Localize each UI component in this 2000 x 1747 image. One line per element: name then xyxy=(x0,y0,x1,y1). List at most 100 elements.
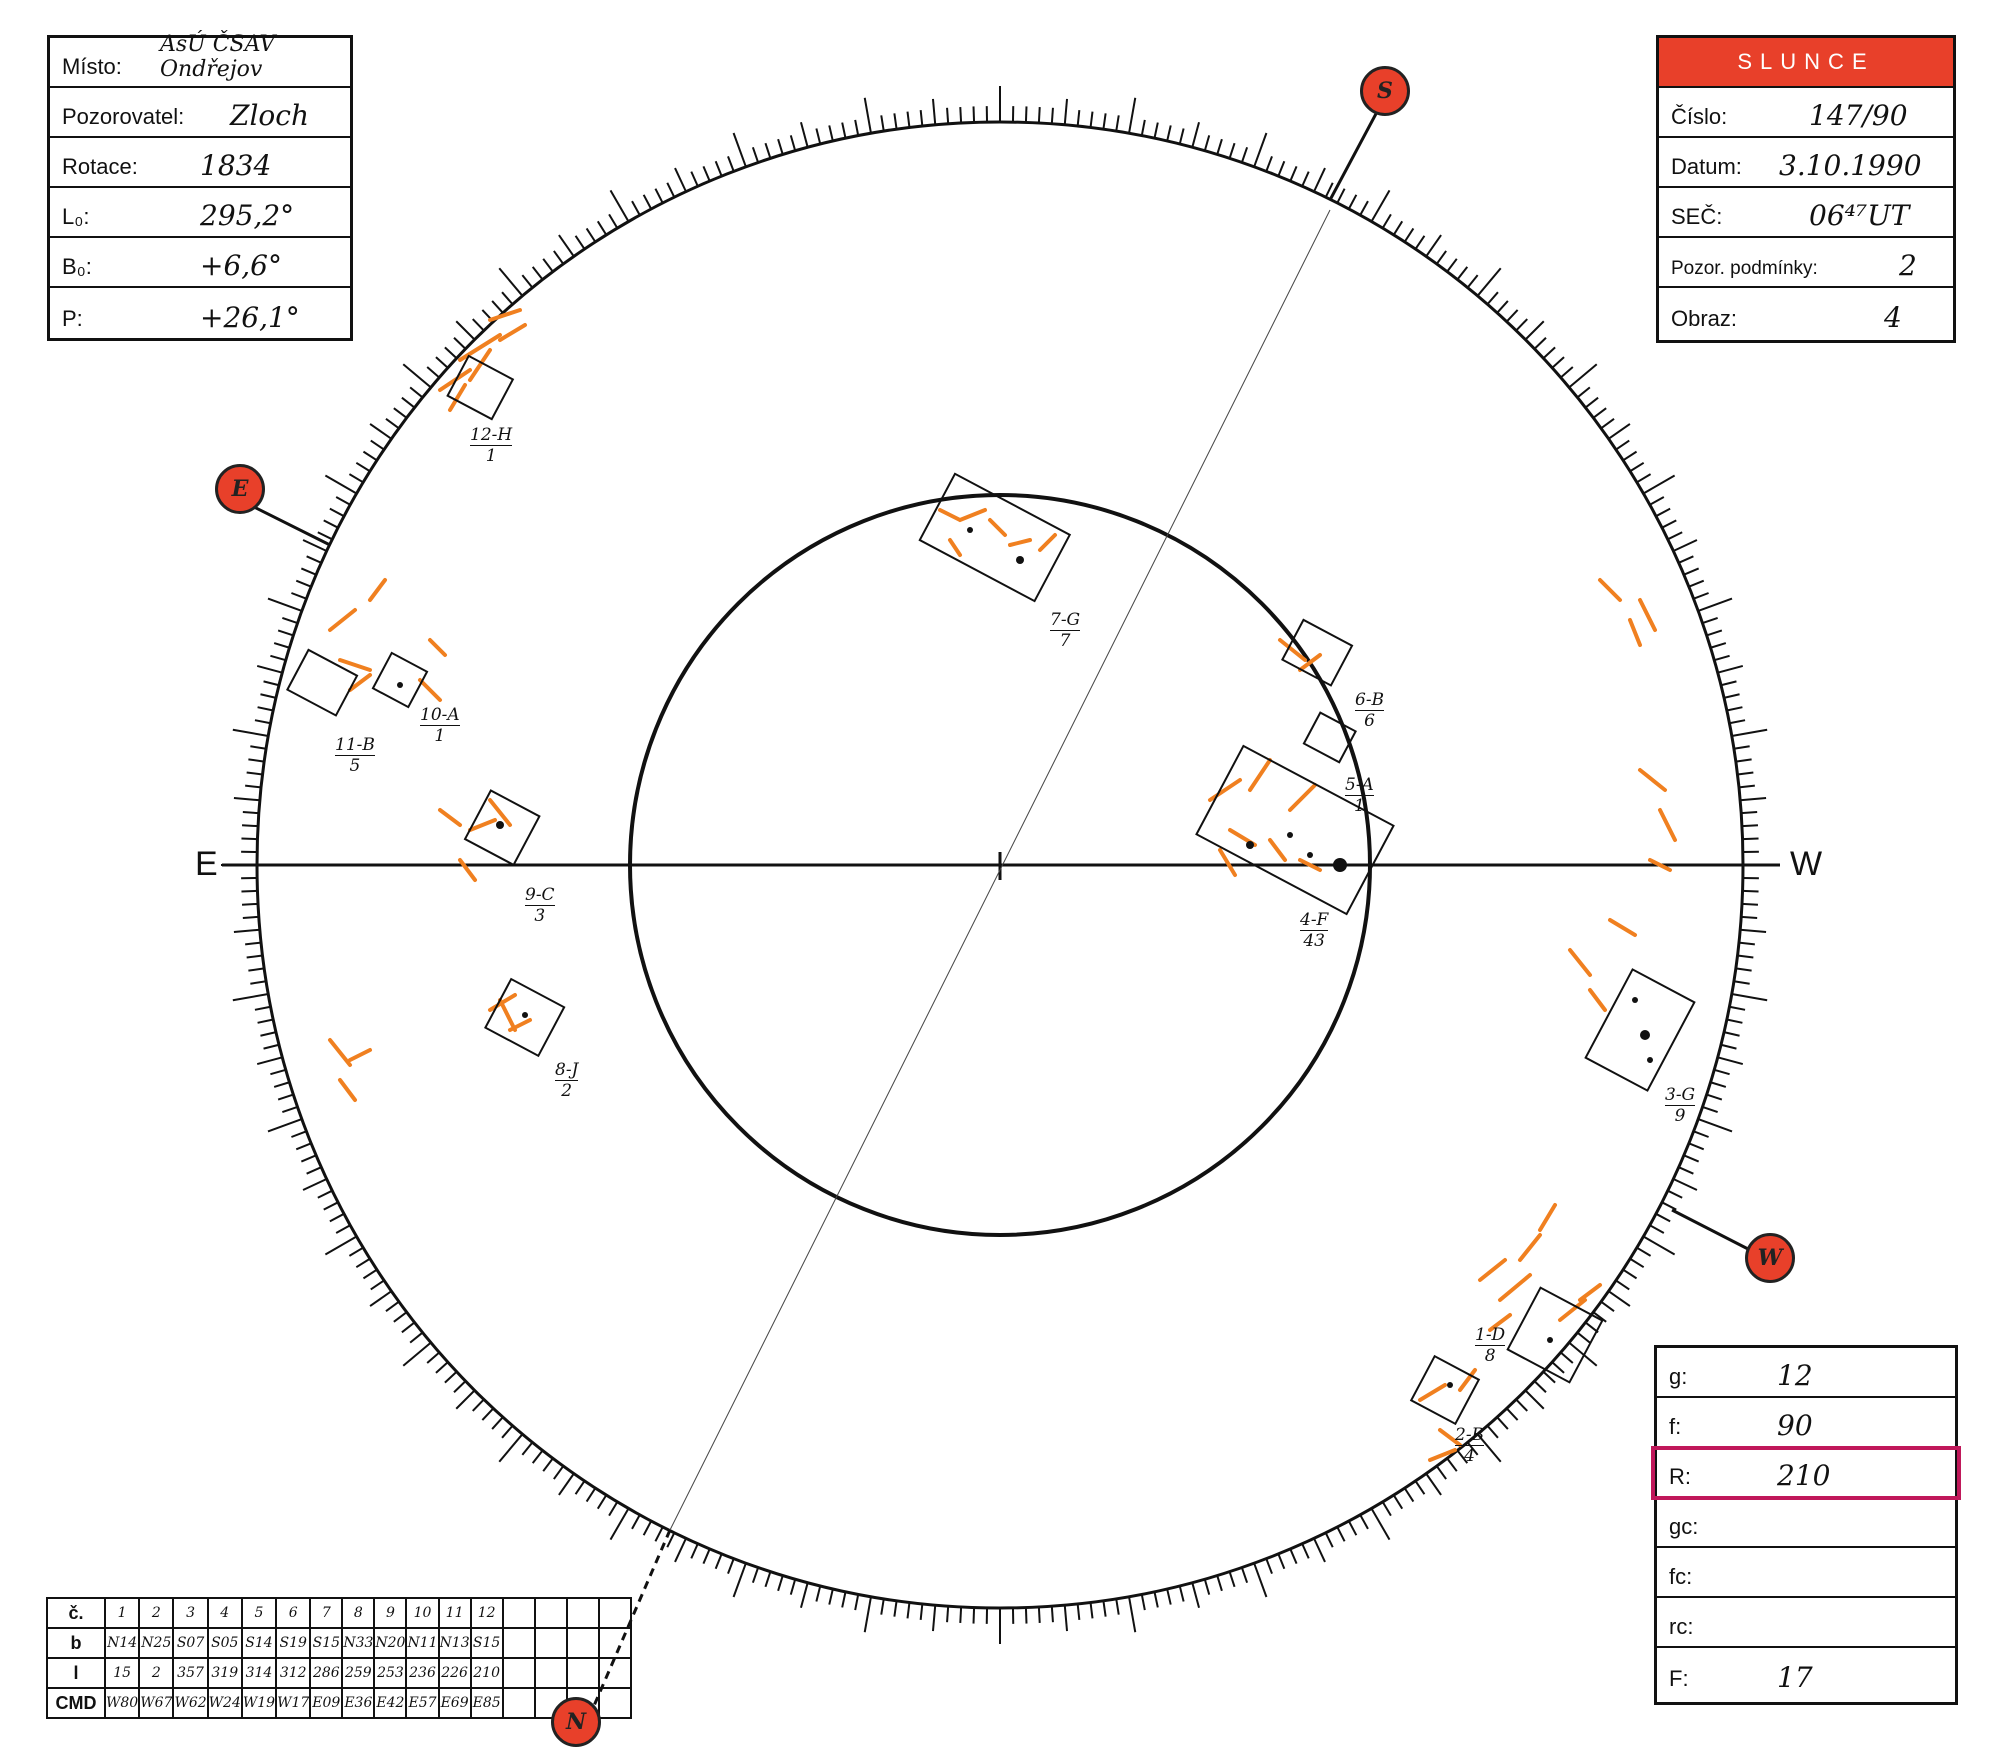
limb-tick xyxy=(1678,555,1694,564)
group-box-2-B xyxy=(1409,1354,1481,1426)
limb-tick xyxy=(919,1603,924,1620)
limb-tick xyxy=(1370,1507,1391,1541)
limb-tick xyxy=(1191,1582,1200,1609)
limb-tick xyxy=(727,156,735,172)
limb-tick xyxy=(585,1487,597,1503)
limb-tick xyxy=(1240,147,1249,163)
cislo-row: Číslo:147/90 xyxy=(1659,88,1953,138)
table-cell xyxy=(501,1597,536,1629)
limb-tick xyxy=(233,928,260,934)
group-id: 4-F xyxy=(1300,910,1329,931)
limb-tick xyxy=(291,592,307,600)
limb-tick xyxy=(815,1585,822,1602)
limb-tick xyxy=(355,461,371,473)
limb-tick xyxy=(863,1596,872,1633)
table-cell: S19 xyxy=(275,1627,312,1659)
limb-tick xyxy=(348,1246,364,1257)
limb-tick xyxy=(1253,1562,1268,1598)
F-row: F:17 xyxy=(1657,1648,1955,1698)
l0-value: 295,2° xyxy=(200,199,295,232)
group-count: 2 xyxy=(561,1081,573,1101)
table-cell: E09 xyxy=(309,1687,344,1719)
limb-tick xyxy=(1347,1520,1358,1536)
limb-tick xyxy=(1729,1005,1746,1011)
limb-tick xyxy=(1683,1154,1700,1163)
limb-tick xyxy=(1737,954,1754,959)
limb-tick xyxy=(370,1279,385,1291)
limb-tick xyxy=(402,1341,432,1367)
limb-tick xyxy=(854,1594,860,1611)
table-cell xyxy=(533,1597,568,1629)
limb-tick xyxy=(1717,1056,1744,1065)
limb-tick xyxy=(1277,160,1286,177)
limb-tick xyxy=(260,1031,277,1037)
limb-tick xyxy=(1102,1600,1107,1617)
table-cell xyxy=(533,1627,568,1659)
limb-tick xyxy=(1089,111,1094,128)
limb-tick xyxy=(863,97,872,134)
limb-tick xyxy=(401,1321,416,1334)
limb-tick xyxy=(521,1441,534,1456)
table-cell: 210 xyxy=(469,1657,504,1689)
group-id: 3-G xyxy=(1665,1085,1696,1106)
group-box-9-C xyxy=(463,789,541,867)
table-cell xyxy=(597,1687,632,1719)
limb-tick xyxy=(267,1118,303,1133)
limb-tick xyxy=(1216,138,1223,155)
limb-tick xyxy=(1741,824,1759,828)
limb-tick xyxy=(1476,267,1502,297)
table-cell: 357 xyxy=(172,1657,209,1689)
limb-tick xyxy=(323,519,339,529)
limb-tick xyxy=(893,1600,898,1617)
misto-label: Místo: xyxy=(62,54,122,79)
group-box-3-G xyxy=(1584,968,1696,1092)
limb-tick xyxy=(1476,1433,1502,1463)
limb-tick xyxy=(444,1370,458,1384)
table-cell: W80 xyxy=(103,1687,141,1719)
limb-tick xyxy=(972,1607,976,1624)
limb-tick xyxy=(1166,125,1172,142)
limb-tick xyxy=(828,125,834,142)
limb-tick xyxy=(232,728,269,737)
table-row-label: l xyxy=(46,1657,106,1689)
limb-tick xyxy=(1515,1398,1528,1412)
limb-tick xyxy=(501,291,514,305)
limb-tick xyxy=(453,1380,467,1393)
limb-tick xyxy=(1642,474,1676,495)
pozor-value: 2 xyxy=(1899,249,1917,282)
limb-tick xyxy=(233,796,260,802)
group-id: 5-A xyxy=(1345,775,1374,796)
limb-tick xyxy=(1324,182,1334,198)
limb-tick xyxy=(1435,1465,1447,1480)
group-box-6-B xyxy=(1281,618,1354,687)
limb-tick xyxy=(409,386,424,399)
limb-tick xyxy=(1228,1571,1236,1588)
limb-tick xyxy=(248,967,265,972)
limb-tick xyxy=(498,267,524,297)
limb-tick xyxy=(257,1018,274,1024)
group-count: 9 xyxy=(1674,1106,1686,1126)
limb-tick xyxy=(302,539,328,552)
limb-tick xyxy=(1496,300,1509,314)
limb-tick xyxy=(1717,665,1744,674)
west-label: W xyxy=(1790,845,1823,883)
limb-tick xyxy=(854,119,860,136)
table-cell xyxy=(597,1627,632,1659)
limb-tick xyxy=(1729,719,1746,725)
limb-tick xyxy=(295,579,312,588)
g-label: g: xyxy=(1669,1364,1688,1389)
l0-label: L₀: xyxy=(62,204,90,229)
limb-tick xyxy=(841,1591,847,1608)
limb-tick xyxy=(764,1571,772,1588)
group-count: 1 xyxy=(1354,796,1365,816)
limb-tick xyxy=(1336,188,1346,204)
limb-tick xyxy=(828,1588,834,1605)
table-cell: E36 xyxy=(341,1687,376,1719)
